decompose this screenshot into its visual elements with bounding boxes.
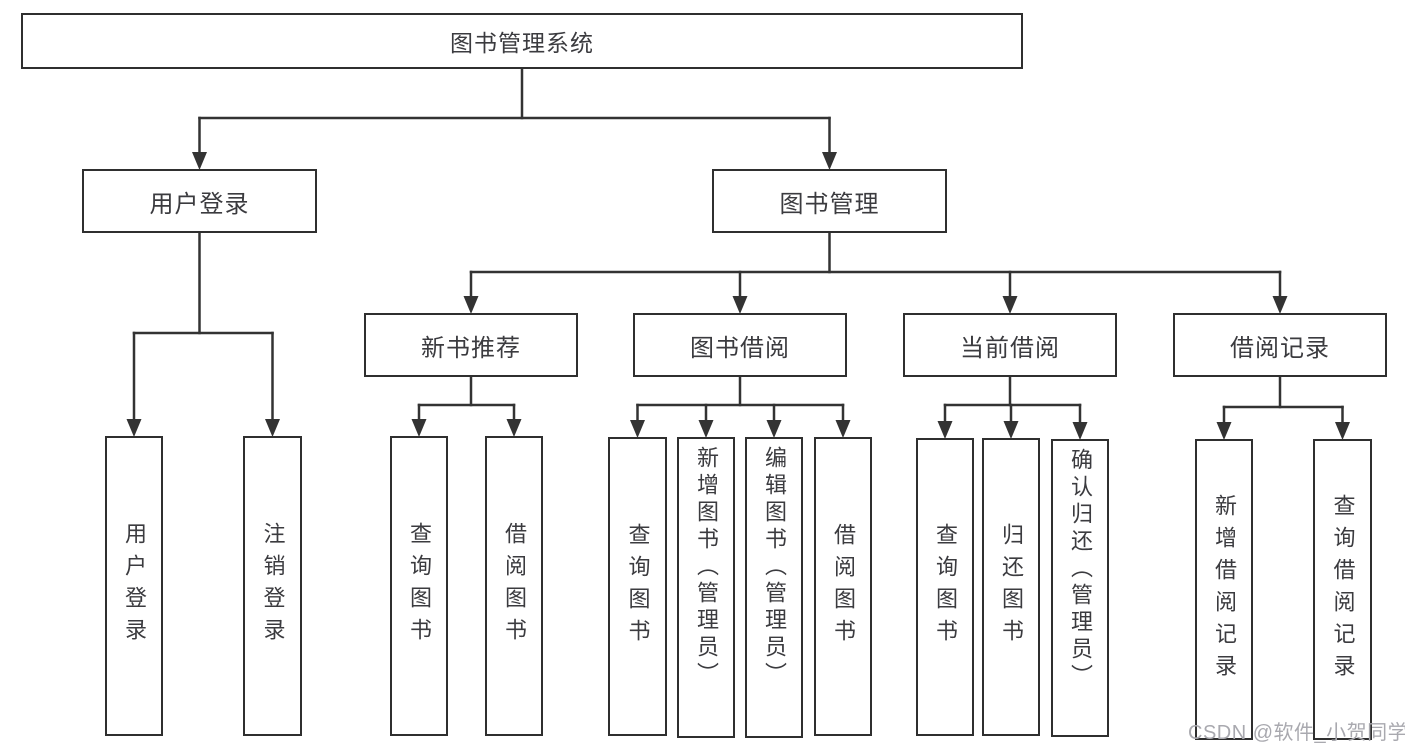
- node-label: 借阅记录: [1230, 334, 1330, 362]
- node-borrow-history: 借阅记录: [1173, 313, 1387, 377]
- node-label: 借阅图书: [502, 522, 527, 650]
- node-rec-query-book: 查询图书: [390, 436, 448, 736]
- arrowhead-icon: [1072, 422, 1088, 440]
- node-label: 图书借阅: [690, 334, 790, 362]
- arrowhead-icon: [698, 420, 714, 438]
- node-label: 图书管理: [779, 190, 880, 218]
- node-bh-query-record: 查询借阅记录: [1313, 439, 1372, 740]
- arrowhead-icon: [126, 419, 142, 437]
- node-label: 归还图书: [999, 523, 1024, 651]
- node-leaf-logout: 注销登录: [243, 436, 302, 736]
- watermark: CSDN @软件_小贺同学: [1188, 722, 1405, 744]
- arrowhead-icon: [463, 296, 479, 314]
- node-label: 确认归还（管理员）: [1068, 448, 1093, 691]
- node-root: 图书管理系统: [21, 13, 1023, 69]
- node-label: 用户登录: [122, 522, 147, 650]
- node-current-borrow: 当前借阅: [903, 313, 1117, 377]
- node-label: 当前借阅: [960, 334, 1060, 362]
- node-bb-edit-book: 编辑图书（管理员）: [745, 437, 803, 738]
- node-cb-confirm-return: 确认归还（管理员）: [1051, 439, 1109, 737]
- arrowhead-icon: [1216, 422, 1232, 440]
- node-book-borrow: 图书借阅: [633, 313, 847, 377]
- arrowhead-icon: [835, 420, 851, 438]
- arrowhead-icon: [1003, 421, 1019, 439]
- node-label: 用户登录: [149, 190, 250, 218]
- arrowhead-icon: [265, 419, 280, 437]
- node-label: 查询图书: [625, 522, 651, 651]
- node-user-login: 用户登录: [82, 169, 317, 233]
- node-book-mgmt: 图书管理: [712, 169, 947, 233]
- node-label: 图书管理系统: [450, 30, 594, 56]
- node-label: 编辑图书（管理员）: [762, 446, 787, 689]
- arrowhead-icon: [1002, 296, 1018, 314]
- node-label: 借阅图书: [831, 522, 856, 651]
- node-label: 注销登录: [260, 522, 286, 650]
- arrowhead-icon: [192, 152, 207, 170]
- arrowhead-icon: [1272, 296, 1288, 314]
- node-bb-add-book: 新增图书（管理员）: [677, 437, 735, 738]
- node-label: 新增图书（管理员）: [694, 446, 719, 689]
- node-rec-borrow-book: 借阅图书: [485, 436, 543, 736]
- arrowhead-icon: [411, 419, 427, 437]
- node-leaf-user-login: 用户登录: [105, 436, 163, 736]
- node-cb-return-book: 归还图书: [982, 438, 1040, 736]
- node-bb-query-book: 查询图书: [608, 437, 667, 736]
- node-new-book-rec: 新书推荐: [364, 313, 578, 377]
- node-label: 新增借阅记录: [1212, 493, 1237, 686]
- arrowhead-icon: [630, 420, 645, 438]
- node-label: 新书推荐: [421, 334, 521, 362]
- node-bh-add-record: 新增借阅记录: [1195, 439, 1253, 740]
- arrowhead-icon: [822, 152, 837, 170]
- node-cb-query-book: 查询图书: [916, 438, 974, 736]
- arrowhead-icon: [732, 296, 748, 314]
- arrowhead-icon: [937, 421, 953, 439]
- arrowhead-icon: [766, 420, 782, 438]
- node-label: 查询图书: [407, 522, 432, 650]
- node-bb-borrow-book: 借阅图书: [814, 437, 872, 736]
- arrowhead-icon: [1335, 422, 1350, 440]
- node-label: 查询图书: [933, 523, 958, 651]
- node-label: 查询借阅记录: [1330, 493, 1356, 686]
- arrowhead-icon: [506, 419, 522, 437]
